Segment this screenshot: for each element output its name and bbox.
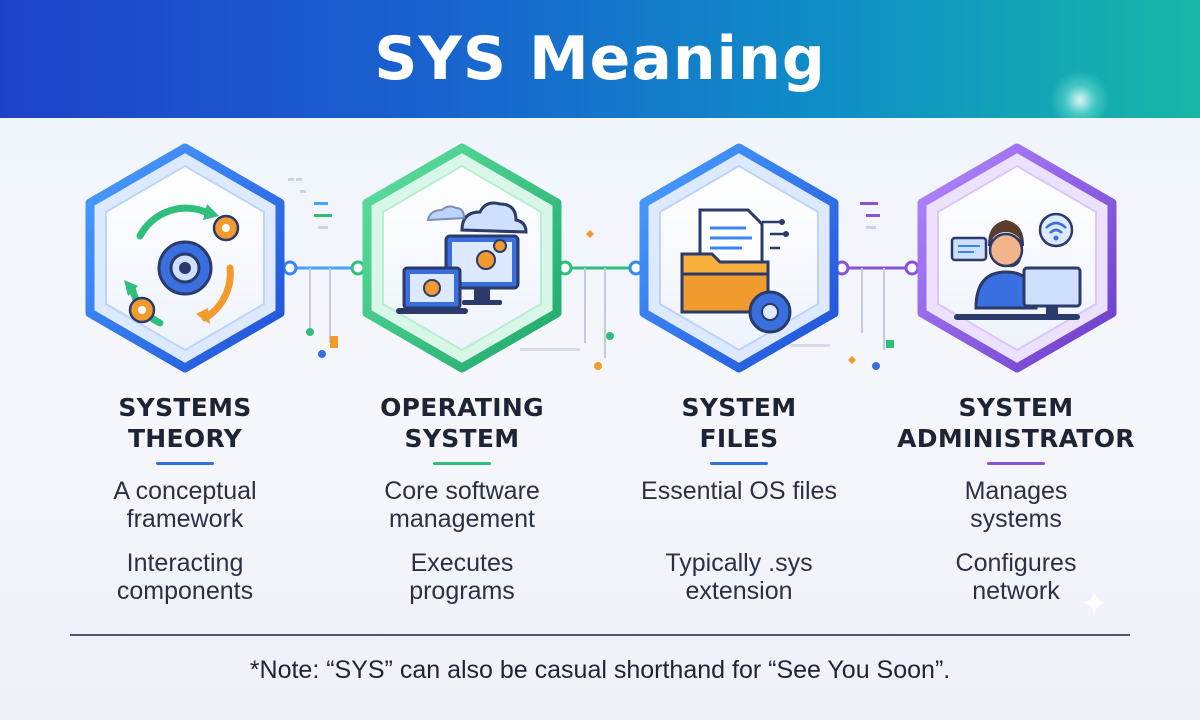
connector-1-2 bbox=[282, 260, 366, 358]
header-banner: SYS Meaning bbox=[0, 0, 1200, 118]
card-title-line: THEORY bbox=[127, 424, 243, 453]
card-title: OPERATING SYSTEM bbox=[337, 392, 587, 454]
card-underline bbox=[433, 462, 491, 465]
card-title: SYSTEMS THEORY bbox=[60, 392, 310, 454]
card-description: Interacting components bbox=[116, 549, 254, 605]
hexagon-system-administrator bbox=[917, 143, 1117, 373]
card-title-line: FILES bbox=[699, 424, 779, 453]
card-system-administrator: SYSTEM ADMINISTRATOR Manages systems Con… bbox=[891, 392, 1141, 621]
card-title-line: OPERATING bbox=[380, 393, 544, 422]
card-title: SYSTEM ADMINISTRATOR bbox=[891, 392, 1141, 454]
card-description: Manages systems bbox=[964, 477, 1068, 533]
card-systems-theory: SYSTEMS THEORY A conceptual framework In… bbox=[60, 392, 310, 621]
sparkle-icon: ✦ bbox=[1080, 585, 1109, 623]
connector-3-4 bbox=[834, 260, 920, 370]
gears-cycle-icon bbox=[124, 204, 240, 327]
card-description: Essential OS files bbox=[641, 477, 837, 505]
card-title-line: SYSTEM bbox=[404, 424, 520, 453]
card-title-line: ADMINISTRATOR bbox=[897, 424, 1135, 453]
card-underline bbox=[156, 462, 214, 465]
card-underline bbox=[710, 462, 768, 465]
hexagon-system-files bbox=[639, 143, 839, 373]
hexagon-systems-theory bbox=[85, 143, 285, 373]
footer-note: *Note: “SYS” can also be casual shorthan… bbox=[249, 656, 951, 684]
card-underline bbox=[987, 462, 1045, 465]
circuit-decoration bbox=[288, 178, 880, 351]
card-title-line: SYSTEM bbox=[681, 393, 797, 422]
footer-divider bbox=[70, 634, 1130, 636]
connector-2-3 bbox=[557, 230, 644, 370]
card-title: SYSTEM FILES bbox=[614, 392, 864, 454]
card-description: Typically .sys extension bbox=[665, 549, 813, 605]
card-operating-system: OPERATING SYSTEM Core software managemen… bbox=[337, 392, 587, 621]
admin-headset-icon bbox=[950, 212, 1082, 320]
page-title: SYS Meaning bbox=[374, 24, 826, 94]
folder-gear-icon bbox=[680, 208, 792, 334]
card-description: A conceptual framework bbox=[113, 477, 257, 533]
flow-diagram bbox=[85, 143, 1117, 373]
hexagon-operating-system bbox=[362, 143, 562, 373]
card-description: Core software management bbox=[384, 477, 540, 533]
card-system-files: SYSTEM FILES Essential OS files Typicall… bbox=[614, 392, 864, 621]
card-description: Executes programs bbox=[409, 549, 515, 605]
card-description: Configures network bbox=[955, 549, 1077, 605]
card-title-line: SYSTEMS bbox=[118, 393, 252, 422]
computer-cloud-icon bbox=[396, 201, 528, 314]
card-title-line: SYSTEM bbox=[958, 393, 1074, 422]
